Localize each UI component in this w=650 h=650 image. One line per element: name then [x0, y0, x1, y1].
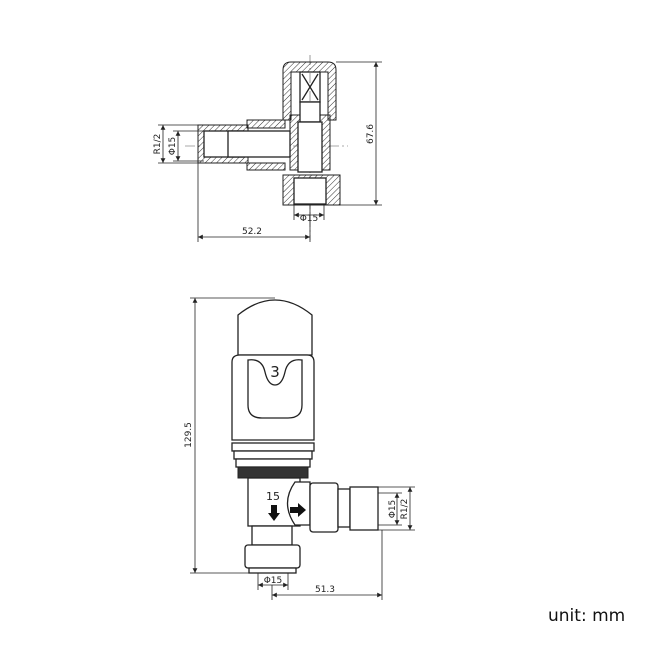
front-view: 3 15 129.5 Φ15 51.3 Φ15 R1	[184, 297, 415, 600]
top-inlet-diameter: Φ15	[168, 137, 178, 156]
top-thread: R1/2	[153, 134, 163, 155]
front-thread: R1/2	[400, 499, 410, 520]
top-height-dim: 67.6	[366, 124, 376, 144]
front-inlet-diameter: Φ15	[388, 500, 398, 519]
section-view: 67.6 52.2 Φ15 R1/2 Φ15	[153, 55, 382, 242]
unit-label: unit: mm	[548, 606, 626, 626]
flow-down-arrow-icon	[268, 505, 280, 521]
top-outlet-diameter: Φ15	[300, 214, 319, 224]
front-length-dim: 51.3	[315, 585, 335, 595]
top-length-dim: 52.2	[242, 227, 262, 237]
setting-number: 3	[270, 363, 280, 381]
size-mark: 15	[266, 490, 280, 503]
flow-right-arrow-icon	[290, 503, 306, 517]
front-height-dim: 129.5	[184, 422, 194, 448]
front-outlet-diameter: Φ15	[264, 576, 283, 586]
